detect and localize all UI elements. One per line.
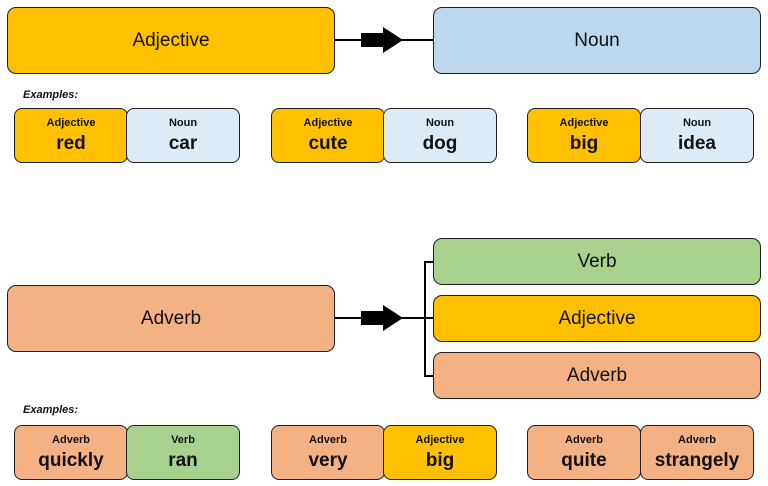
example-word: ran bbox=[168, 449, 198, 471]
bracket-vertical-line bbox=[424, 261, 426, 377]
adjective-source-label: Adjective bbox=[132, 29, 210, 51]
adjective-target-box: Adjective bbox=[433, 295, 761, 342]
example-word: cute bbox=[308, 132, 348, 154]
arrow-right-icon bbox=[335, 305, 425, 331]
adverb-target-box: Adverb bbox=[433, 352, 761, 399]
example-word: dog bbox=[422, 132, 458, 154]
example-word: quickly bbox=[38, 449, 104, 471]
example-cell-noun: Noun dog bbox=[383, 108, 497, 163]
bracket-branch-line bbox=[424, 375, 433, 377]
verb-target-label: Verb bbox=[577, 250, 617, 272]
bracket-branch-line bbox=[424, 261, 433, 263]
example-cell-adverb: Adverb strangely bbox=[640, 425, 754, 480]
example-type: Noun bbox=[425, 116, 455, 129]
example-word: quite bbox=[561, 449, 607, 471]
example-word: big bbox=[569, 132, 599, 154]
example-word: very bbox=[308, 449, 348, 471]
example-type: Adjective bbox=[559, 116, 609, 129]
noun-target-label: Noun bbox=[574, 29, 620, 51]
example-cell-adjective: Adjective big bbox=[383, 425, 497, 480]
bottom-examples-label: Examples: bbox=[23, 404, 79, 416]
example-cell-adverb: Adverb very bbox=[271, 425, 385, 480]
example-cell-noun: Noun car bbox=[126, 108, 240, 163]
example-type: Adverb bbox=[678, 433, 716, 446]
noun-target-box: Noun bbox=[433, 7, 761, 74]
example-type: Adverb bbox=[52, 433, 90, 446]
example-type: Adjective bbox=[415, 433, 465, 446]
example-type: Adverb bbox=[565, 433, 603, 446]
arrow-right-icon bbox=[335, 27, 433, 53]
example-word: strangely bbox=[654, 449, 740, 471]
example-type: Noun bbox=[168, 116, 198, 129]
adverb-source-label: Adverb bbox=[140, 307, 202, 329]
example-cell-adverb: Adverb quite bbox=[527, 425, 641, 480]
example-word: car bbox=[168, 132, 198, 154]
adverb-source-box: Adverb bbox=[7, 285, 335, 352]
adverb-target-label: Adverb bbox=[566, 364, 628, 386]
example-type: Adverb bbox=[309, 433, 347, 446]
example-word: big bbox=[425, 449, 455, 471]
example-cell-noun: Noun idea bbox=[640, 108, 754, 163]
bracket-branch-line bbox=[424, 317, 433, 319]
example-cell-adjective: Adjective red bbox=[14, 108, 128, 163]
example-word: idea bbox=[677, 132, 717, 154]
example-type: Adjective bbox=[303, 116, 353, 129]
example-word: red bbox=[56, 132, 86, 154]
example-cell-verb: Verb ran bbox=[126, 425, 240, 480]
example-type: Adjective bbox=[46, 116, 96, 129]
example-type: Verb bbox=[171, 433, 195, 446]
example-cell-adjective: Adjective big bbox=[527, 108, 641, 163]
example-type: Noun bbox=[682, 116, 712, 129]
top-examples-label: Examples: bbox=[23, 89, 79, 101]
adjective-source-box: Adjective bbox=[7, 7, 335, 74]
example-cell-adverb: Adverb quickly bbox=[14, 425, 128, 480]
example-cell-adjective: Adjective cute bbox=[271, 108, 385, 163]
verb-target-box: Verb bbox=[433, 238, 761, 285]
adjective-target-label: Adjective bbox=[558, 307, 636, 329]
